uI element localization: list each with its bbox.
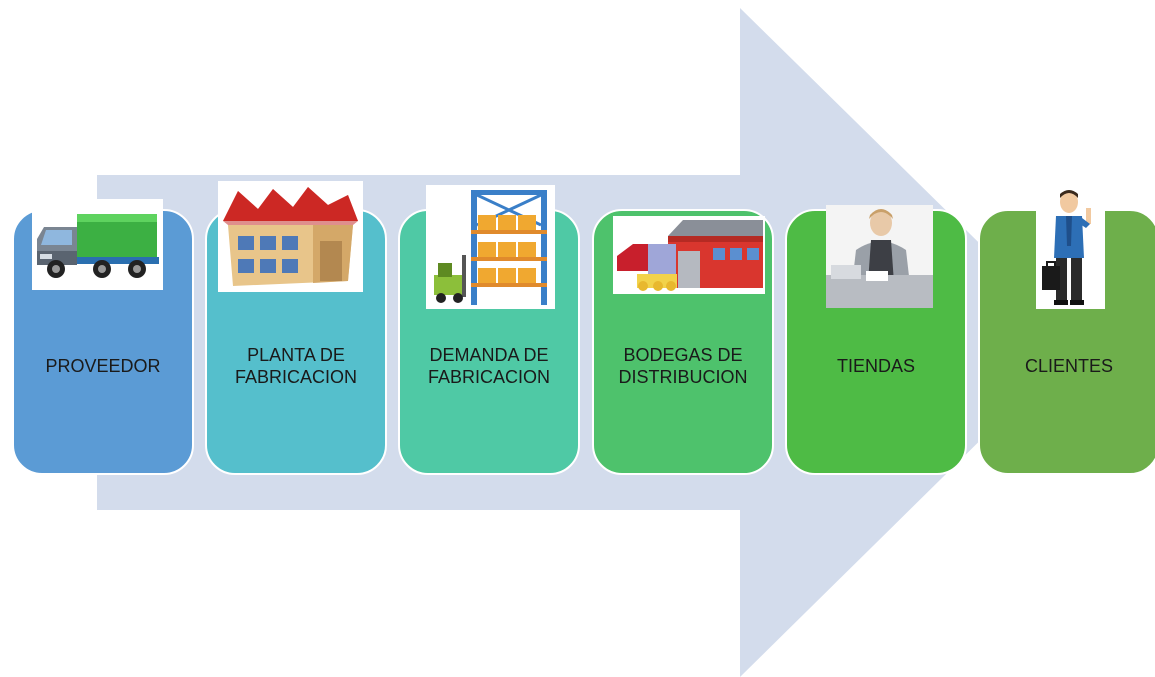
store-clerk-icon xyxy=(826,205,933,308)
stage-label: TIENDAS xyxy=(836,356,915,376)
truck-icon xyxy=(32,199,163,290)
factory-icon xyxy=(218,181,363,292)
warehouse-rack-icon xyxy=(426,185,555,309)
stage-label: PROVEEDOR xyxy=(45,356,161,376)
stage-label: BODEGAS DE DISTRIBUCION xyxy=(618,345,748,387)
businessman-icon xyxy=(1036,188,1105,309)
stage-label: PLANTA DE FABRICACION xyxy=(234,345,358,387)
stage-label: DEMANDA DE FABRICACION xyxy=(427,345,551,387)
stage-label: CLIENTES xyxy=(1024,356,1114,376)
distribution-warehouse-icon xyxy=(613,216,765,294)
